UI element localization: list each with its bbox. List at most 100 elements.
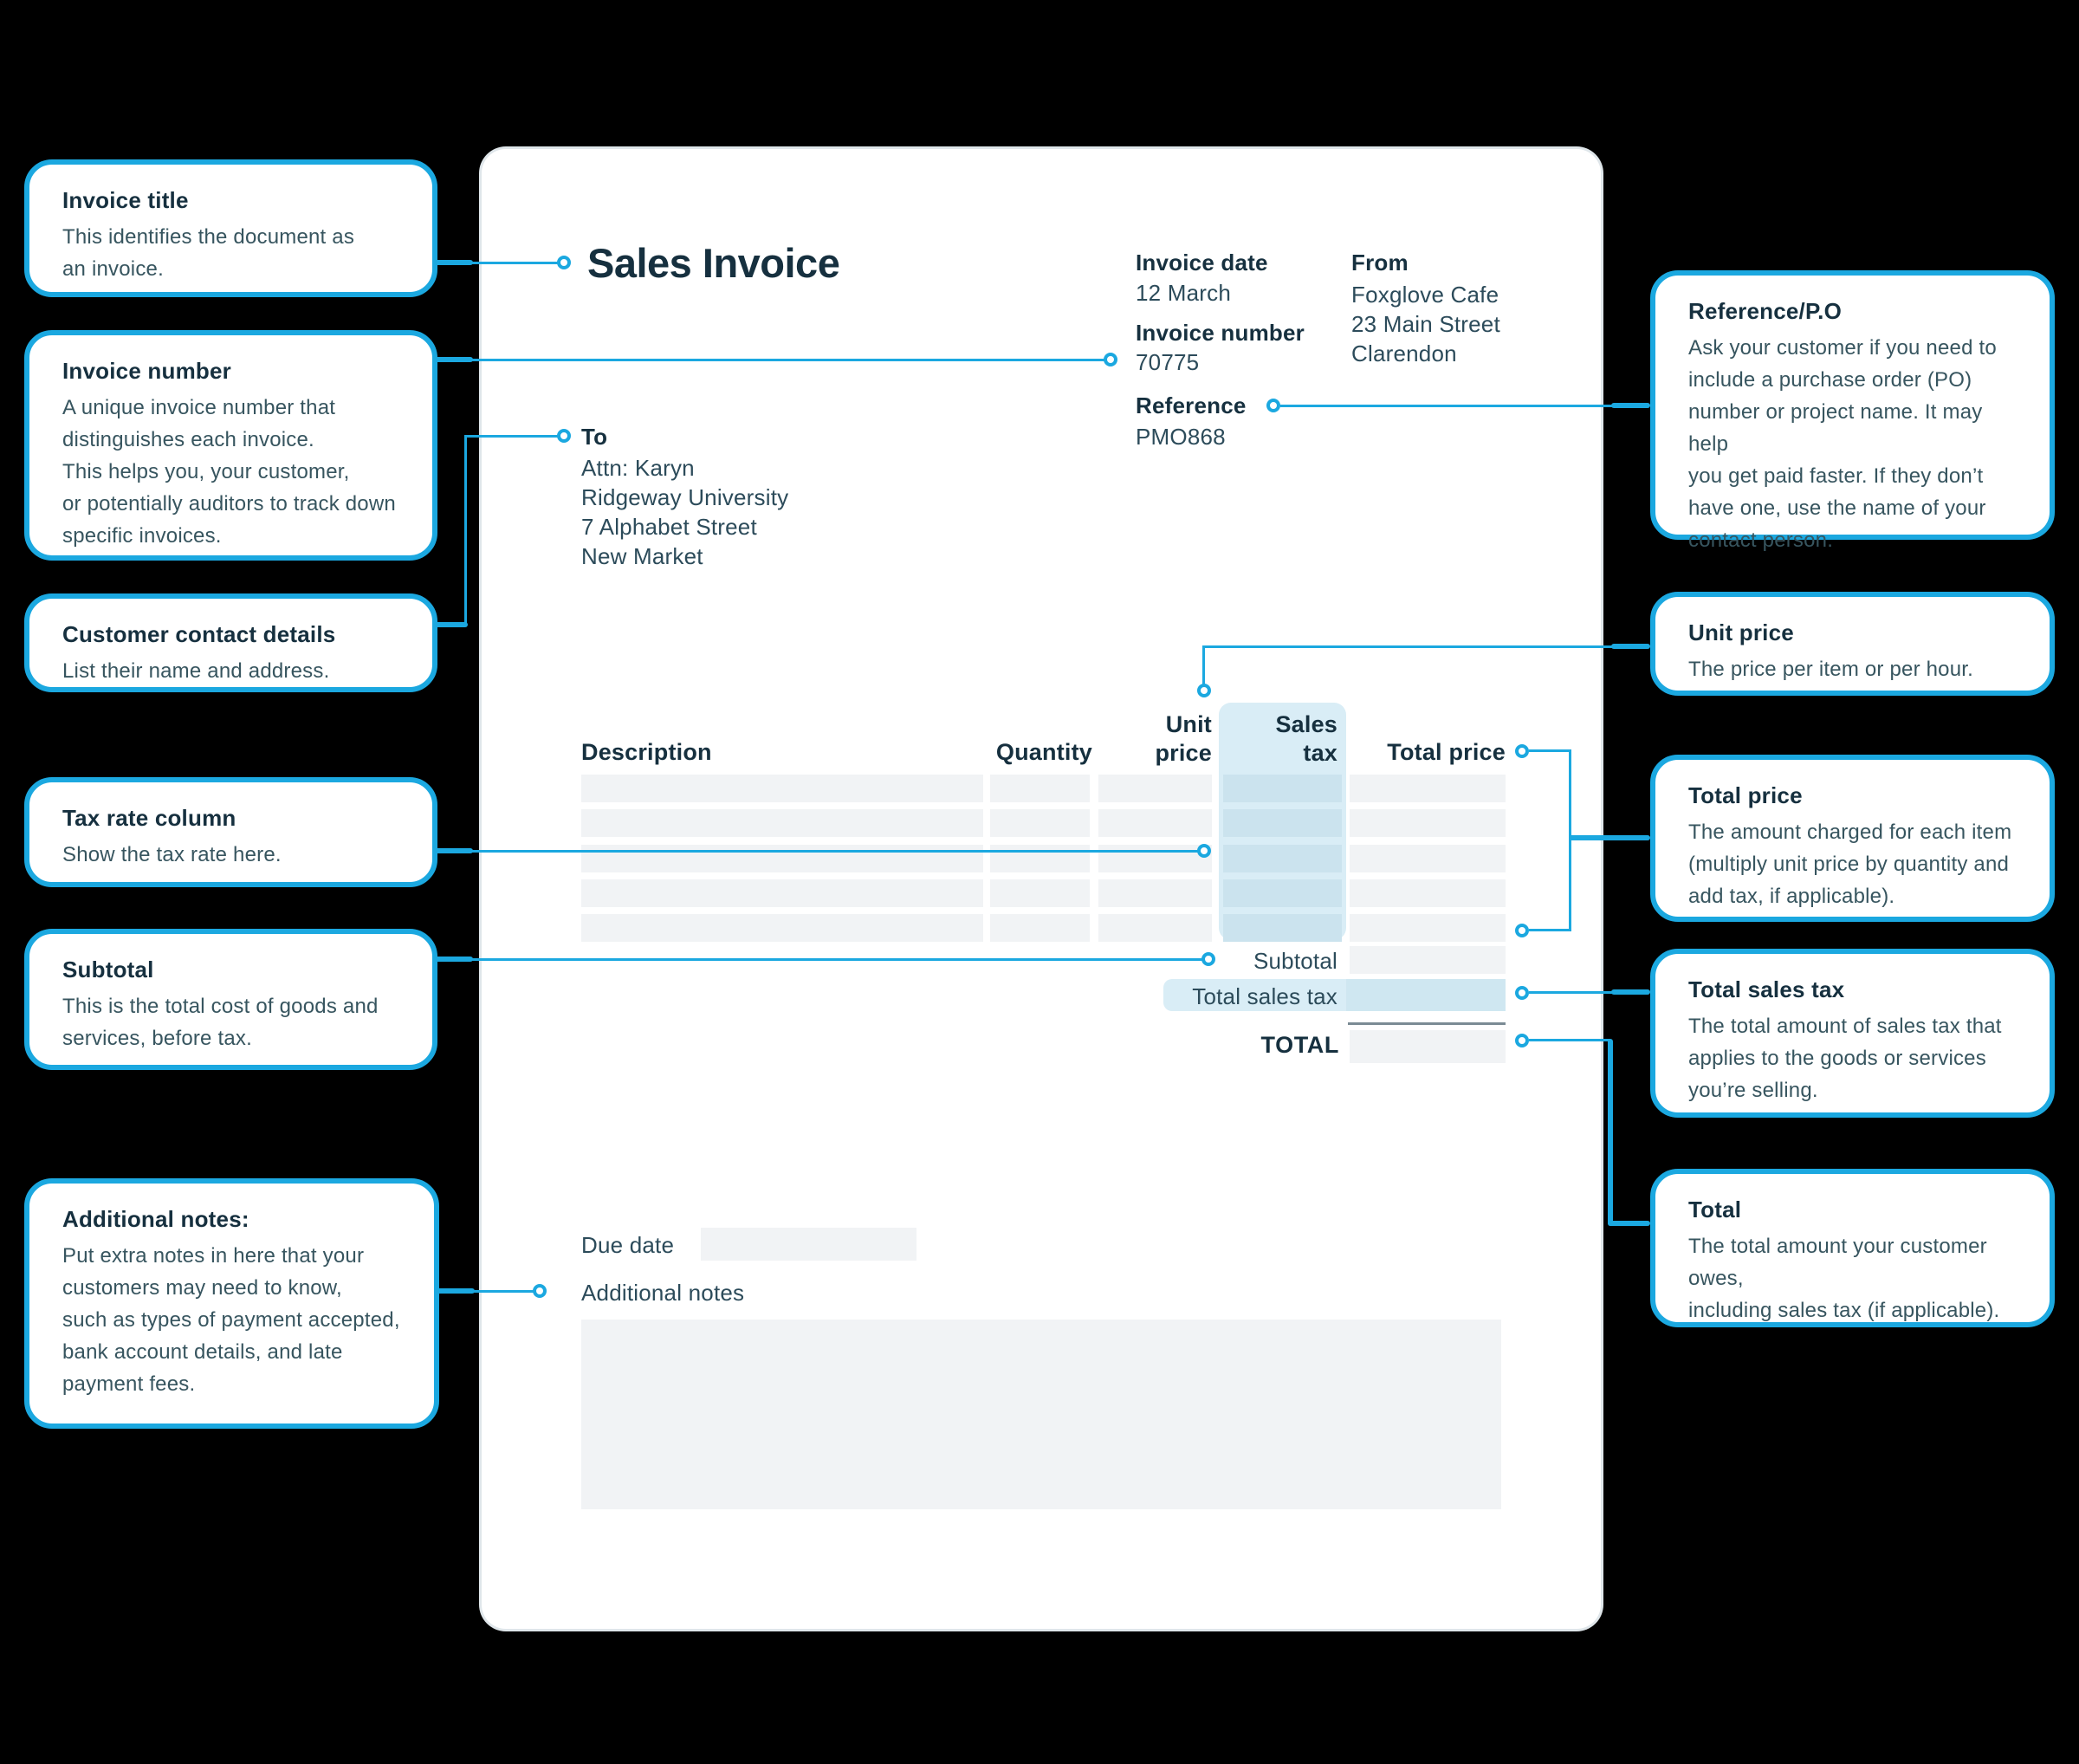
invoice-date-label: Invoice date: [1136, 250, 1268, 276]
callout-customer-contact-details: Customer contact details List their name…: [24, 593, 437, 692]
connector-dot: [1515, 986, 1529, 1000]
callout-body: The total amount of sales tax that appli…: [1688, 1015, 2002, 1102]
column-header-sales-tax: Sales tax: [1275, 711, 1337, 766]
column-header-description: Description: [581, 739, 712, 765]
callout-title: Total: [1688, 1197, 1742, 1222]
column-header-quantity: Quantity: [995, 739, 1092, 765]
connector-line: [464, 435, 558, 438]
cell-placeholder-unit: [1098, 809, 1212, 837]
connector-line: [1280, 405, 1614, 407]
callout-title: Total sales tax: [1688, 976, 1845, 1002]
callout-body: This is the total cost of goods and serv…: [62, 995, 379, 1050]
connector-line: [1202, 647, 1205, 685]
callout-total-price: Total price The amount charged for each …: [1650, 755, 2055, 922]
connector-line: [437, 1288, 475, 1294]
connector-line: [435, 260, 473, 265]
callout-title: Additional notes:: [62, 1206, 249, 1232]
due-date-label: Due date: [581, 1232, 675, 1258]
connector-dot: [1515, 924, 1529, 937]
cell-placeholder-tax: [1223, 845, 1342, 872]
reference-value: PMO868: [1136, 424, 1226, 450]
connector-line: [1202, 645, 1614, 648]
callout-title: Tax rate column: [62, 805, 236, 831]
subtotal-label: Subtotal: [1253, 948, 1337, 974]
table-row: [0, 879, 2079, 907]
connector-line: [1529, 929, 1571, 931]
invoice-title: Sales Invoice: [587, 240, 840, 286]
connector-line: [464, 435, 467, 626]
connector-dot: [557, 256, 571, 269]
connector-line: [1529, 1039, 1610, 1041]
callout-title: Invoice number: [62, 358, 231, 384]
callout-unit-price: Unit price The price per item or per hou…: [1650, 592, 2055, 696]
cell-placeholder-total: [1350, 914, 1506, 942]
total-sales-tax-label: Total sales tax: [1192, 983, 1337, 1009]
callout-body: The amount charged for each item (multip…: [1688, 820, 2012, 908]
cell-placeholder-desc: [581, 914, 983, 942]
connector-line: [474, 1290, 534, 1293]
callout-additional-notes: Additional notes: Put extra notes in her…: [24, 1178, 439, 1429]
cell-placeholder-desc: [581, 879, 983, 907]
total-sales-tax-value-placeholder: [1346, 979, 1506, 1011]
cell-placeholder-tax: [1223, 914, 1342, 942]
cell-placeholder-unit: [1098, 775, 1212, 802]
callout-body: Put extra notes in here that your custom…: [62, 1244, 400, 1396]
connector-line: [1529, 991, 1616, 994]
connector-line: [1569, 835, 1650, 840]
cell-placeholder-qty: [990, 775, 1090, 802]
cell-placeholder-qty: [990, 914, 1090, 942]
table-row: [0, 845, 2079, 872]
callout-body: This identifies the document as an invoi…: [62, 225, 355, 281]
connector-dot: [1197, 684, 1211, 697]
due-date-field-placeholder: [701, 1228, 916, 1261]
callout-invoice-title: Invoice title This identifies the docume…: [24, 159, 437, 297]
connector-line: [472, 359, 1104, 361]
callout-body: Show the tax rate here.: [62, 843, 282, 866]
cell-placeholder-qty: [990, 845, 1090, 872]
callout-body: The total amount your customer owes, inc…: [1688, 1235, 2000, 1322]
connector-line: [1611, 989, 1650, 995]
cell-placeholder-unit: [1098, 879, 1212, 907]
cell-placeholder-desc: [581, 809, 983, 837]
connector-line: [1529, 749, 1571, 752]
connector-line: [435, 357, 473, 362]
connector-dot: [1266, 399, 1280, 412]
callout-title: Unit price: [1688, 619, 1794, 645]
connector-line: [1569, 749, 1571, 931]
cell-placeholder-desc: [581, 775, 983, 802]
connector-line: [472, 958, 1202, 961]
total-value-placeholder: [1350, 1030, 1506, 1063]
cell-placeholder-desc: [581, 845, 983, 872]
callout-title: Invoice title: [62, 187, 189, 213]
callout-title: Reference/P.O: [1688, 298, 1842, 324]
connector-dot: [557, 429, 571, 443]
callout-subtotal: Subtotal This is the total cost of goods…: [24, 929, 437, 1070]
cell-placeholder-tax: [1223, 775, 1342, 802]
connector-line: [1611, 644, 1650, 649]
callout-tax-rate-column: Tax rate column Show the tax rate here.: [24, 777, 437, 887]
total-divider: [1348, 1022, 1506, 1025]
invoice-date-value: 12 March: [1136, 280, 1231, 306]
callout-invoice-number: Invoice number A unique invoice number t…: [24, 330, 437, 561]
total-label: TOTAL: [1260, 1032, 1339, 1058]
column-header-total-price: Total price: [1387, 739, 1506, 765]
connector-line: [435, 622, 468, 627]
cell-placeholder-total: [1350, 775, 1506, 802]
connector-line: [435, 848, 473, 853]
connector-dot: [1104, 353, 1117, 366]
from-label: From: [1351, 250, 1409, 276]
column-header-unit-price: Unit price: [1155, 711, 1212, 766]
reference-label: Reference: [1136, 392, 1247, 418]
callout-total: Total The total amount your customer owe…: [1650, 1169, 2055, 1327]
connector-line: [472, 850, 1198, 853]
cell-placeholder-tax: [1223, 879, 1342, 907]
cell-placeholder-qty: [990, 809, 1090, 837]
connector-dot: [1201, 952, 1215, 966]
cell-placeholder-unit: [1098, 914, 1212, 942]
callout-body: A unique invoice number that distinguish…: [62, 396, 396, 548]
cell-placeholder-tax: [1223, 809, 1342, 837]
total-sales-tax-highlight: [1163, 979, 1346, 1011]
callout-title: Total price: [1688, 782, 1803, 808]
connector-line: [472, 262, 558, 264]
